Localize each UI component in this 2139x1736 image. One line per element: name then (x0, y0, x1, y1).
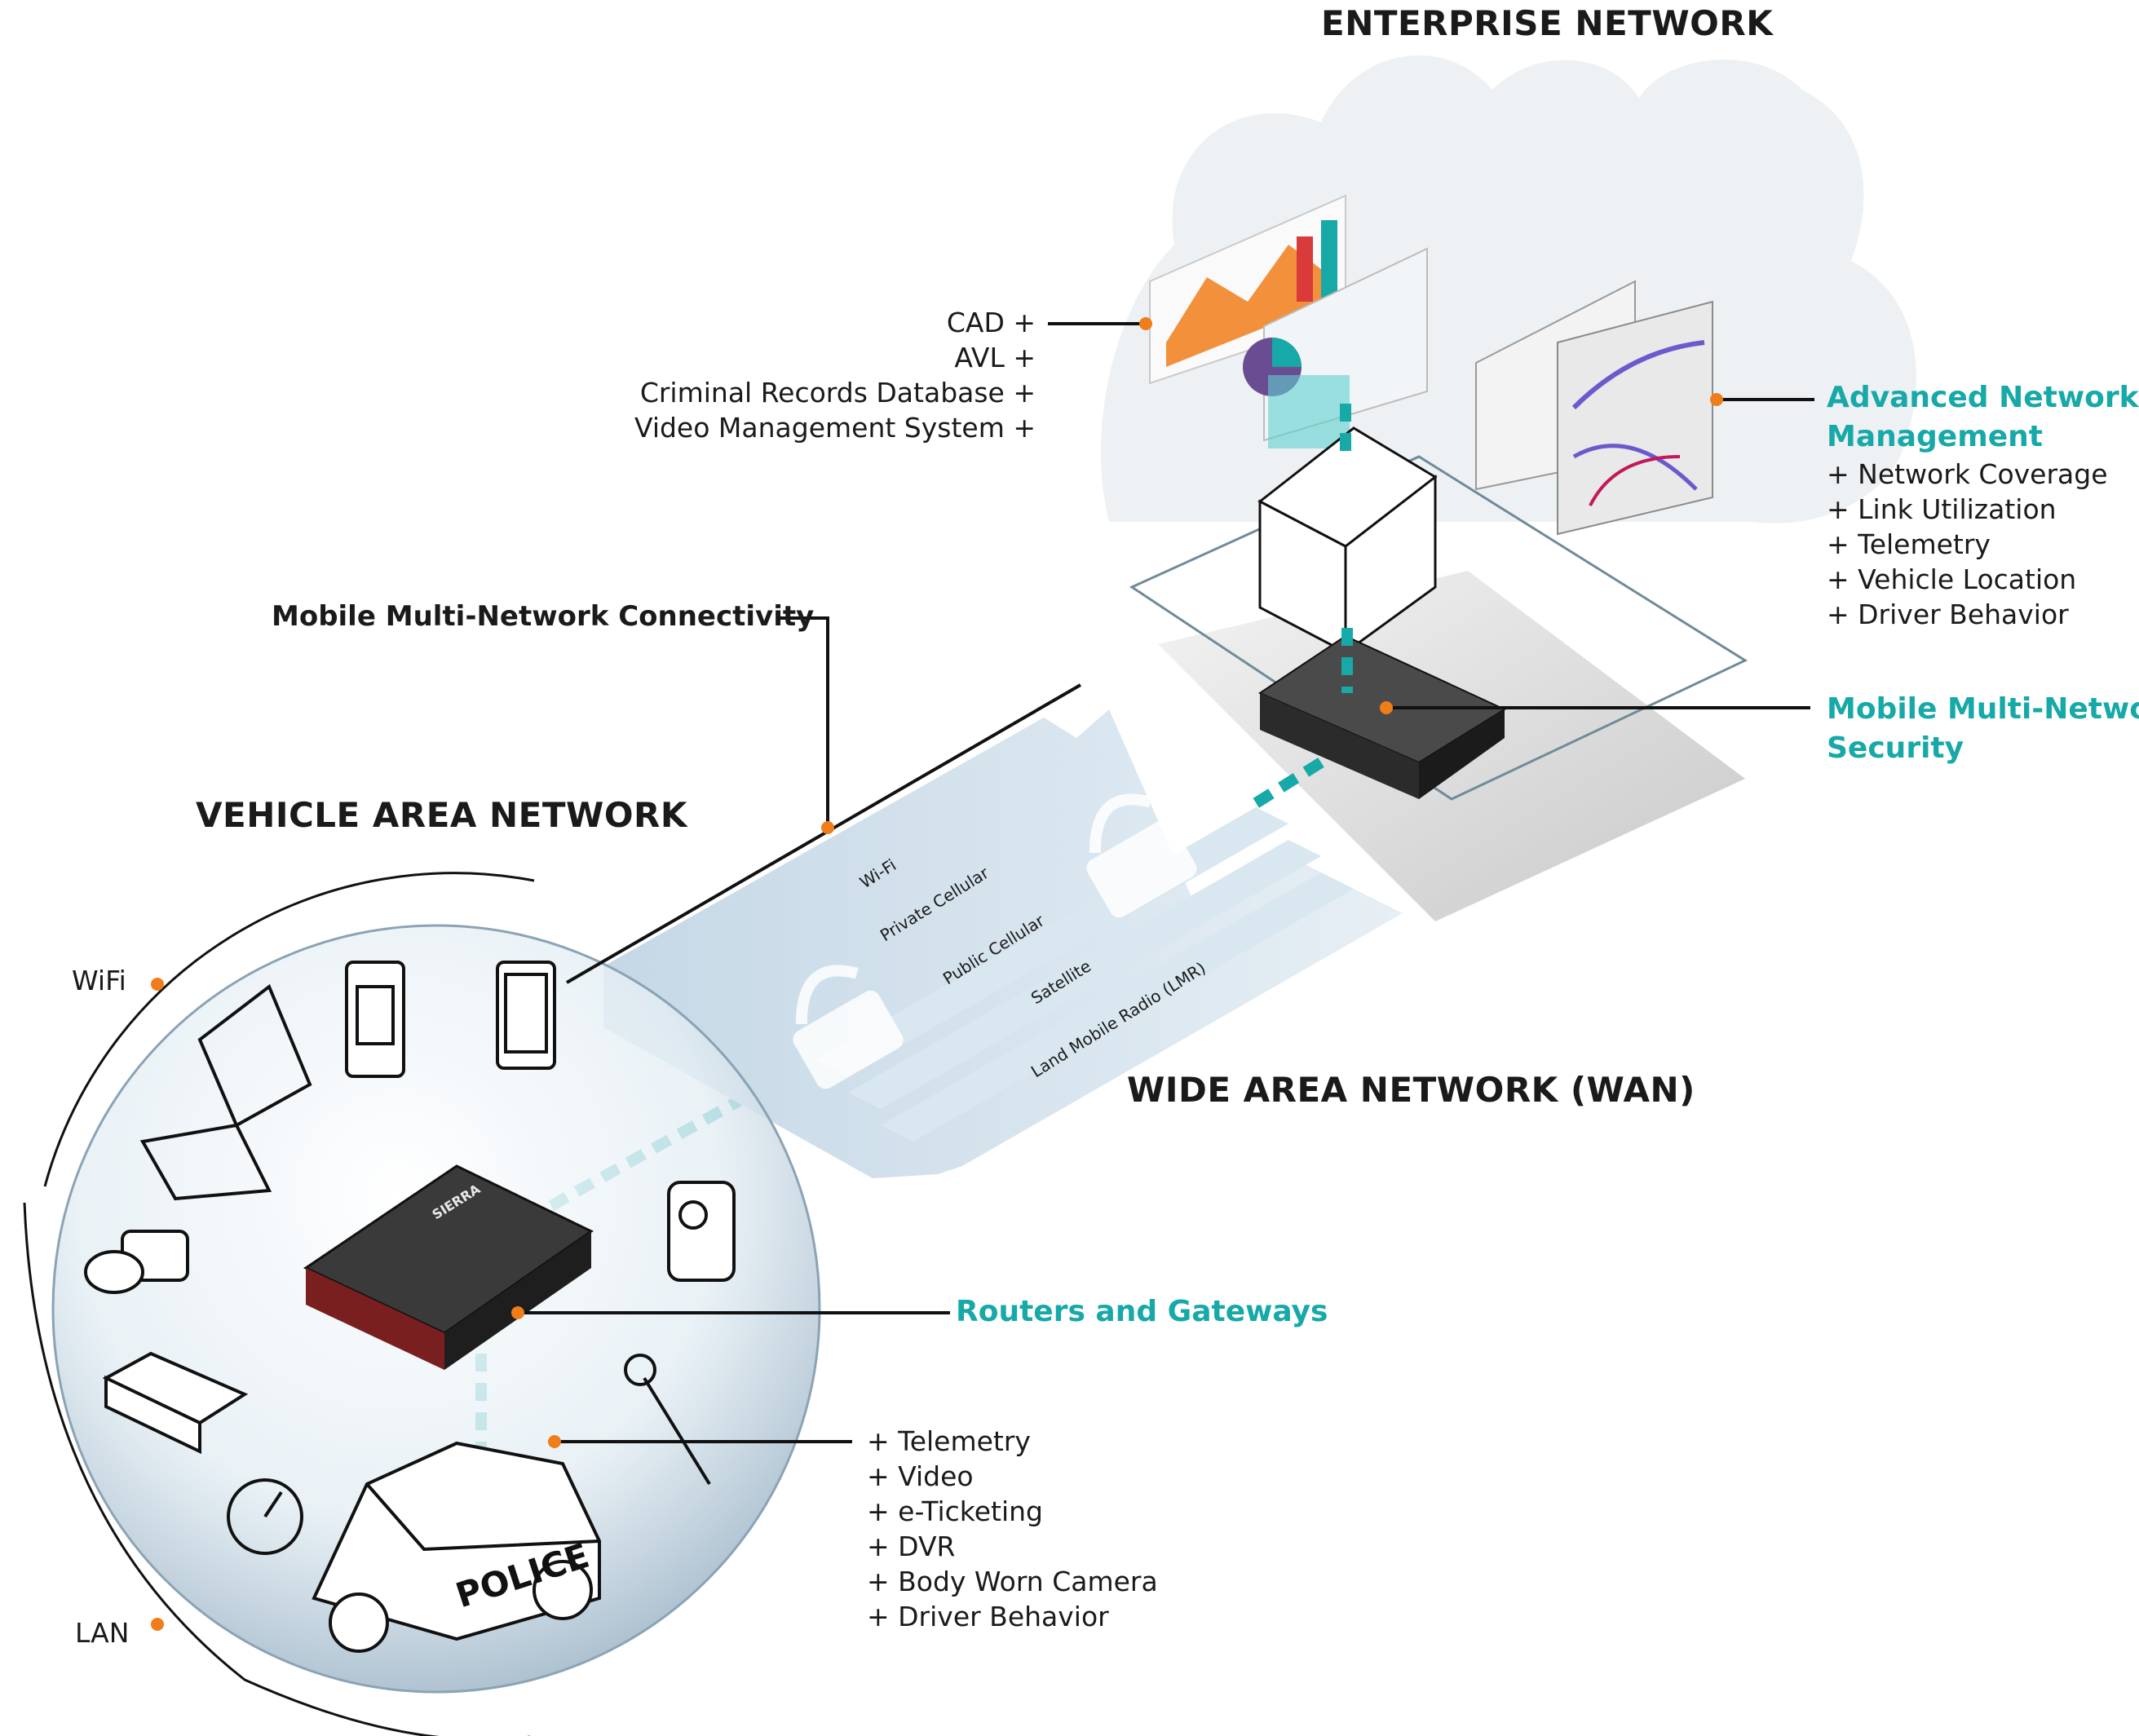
lan-arc (23, 1202, 530, 1736)
management-item: + Driver Behavior (1827, 599, 2069, 630)
router-device: SIERRA (303, 1164, 594, 1370)
vehicle-item: + Driver Behavior (867, 1601, 1109, 1632)
network-map-screen (1475, 280, 1713, 536)
wifi-label: WiFi (72, 965, 126, 996)
management-item: + Telemetry (1827, 528, 1991, 560)
police-car-icon: POLICE (312, 1441, 601, 1653)
dvr-icon (102, 1351, 249, 1455)
wan-heading: WIDE AREA NETWORK (WAN) (1127, 1070, 1695, 1110)
security-camera-icon (84, 1230, 189, 1294)
mobile-connectivity-callout: Mobile Multi-Network Connectivity (272, 600, 815, 633)
vehicle-item: + e-Ticketing (867, 1495, 1043, 1527)
lan-label: LAN (75, 1617, 130, 1649)
enterprise-app-item: CAD + (946, 307, 1036, 338)
enterprise-app-item: Video Management System + (634, 412, 1036, 444)
vehicle-item: + DVR (867, 1531, 956, 1562)
security-callout-line: Mobile Multi-Network (1827, 692, 2139, 726)
management-item: + Link Utilization (1827, 493, 2057, 525)
advanced-callout-line: Management (1827, 420, 2043, 453)
callout-dots (151, 317, 1723, 1631)
vehicle-area-network-heading: VEHICLE AREA NETWORK (196, 795, 687, 835)
management-item: + Network Coverage (1827, 458, 2108, 490)
vehicle-item: + Video (867, 1460, 974, 1492)
enterprise-app-item: Criminal Records Database + (639, 377, 1036, 409)
tablet-icon (496, 961, 556, 1070)
radio-handset-icon (345, 961, 405, 1078)
vehicle-item: + Body Worn Camera (867, 1566, 1158, 1597)
speedometer-icon (227, 1478, 303, 1555)
padlock-icon (793, 965, 904, 1089)
advanced-management-callout: Advanced Network Management + Network Co… (1827, 378, 2139, 632)
vehicle-items-list: + Telemetry + Video + e-Ticketing + DVR … (867, 1424, 1158, 1634)
wifi-arc (43, 872, 535, 1187)
body-camera-icon (667, 1181, 736, 1282)
advanced-callout-line: Advanced Network (1827, 381, 2139, 414)
laptop-icon (139, 983, 312, 1201)
enterprise-app-item: AVL + (954, 342, 1036, 373)
enterprise-network-heading: ENTERPRISE NETWORK (1321, 3, 1774, 43)
padlock-icon (1086, 793, 1197, 918)
security-appliance (1257, 634, 1507, 799)
enterprise-apps-list: CAD + AVL + Criminal Records Database + … (634, 305, 1036, 445)
security-callout: Mobile Multi-Network Security (1827, 690, 2139, 768)
analytics-dashboard (1149, 194, 1428, 448)
routers-gateways-callout: Routers and Gateways (956, 1295, 1328, 1328)
callout-lines (518, 322, 1814, 1443)
vehicle-item: + Telemetry (867, 1425, 1031, 1457)
security-callout-line: Security (1827, 731, 1964, 765)
wrench-icon (624, 1354, 711, 1486)
management-item: + Vehicle Location (1827, 563, 2077, 595)
